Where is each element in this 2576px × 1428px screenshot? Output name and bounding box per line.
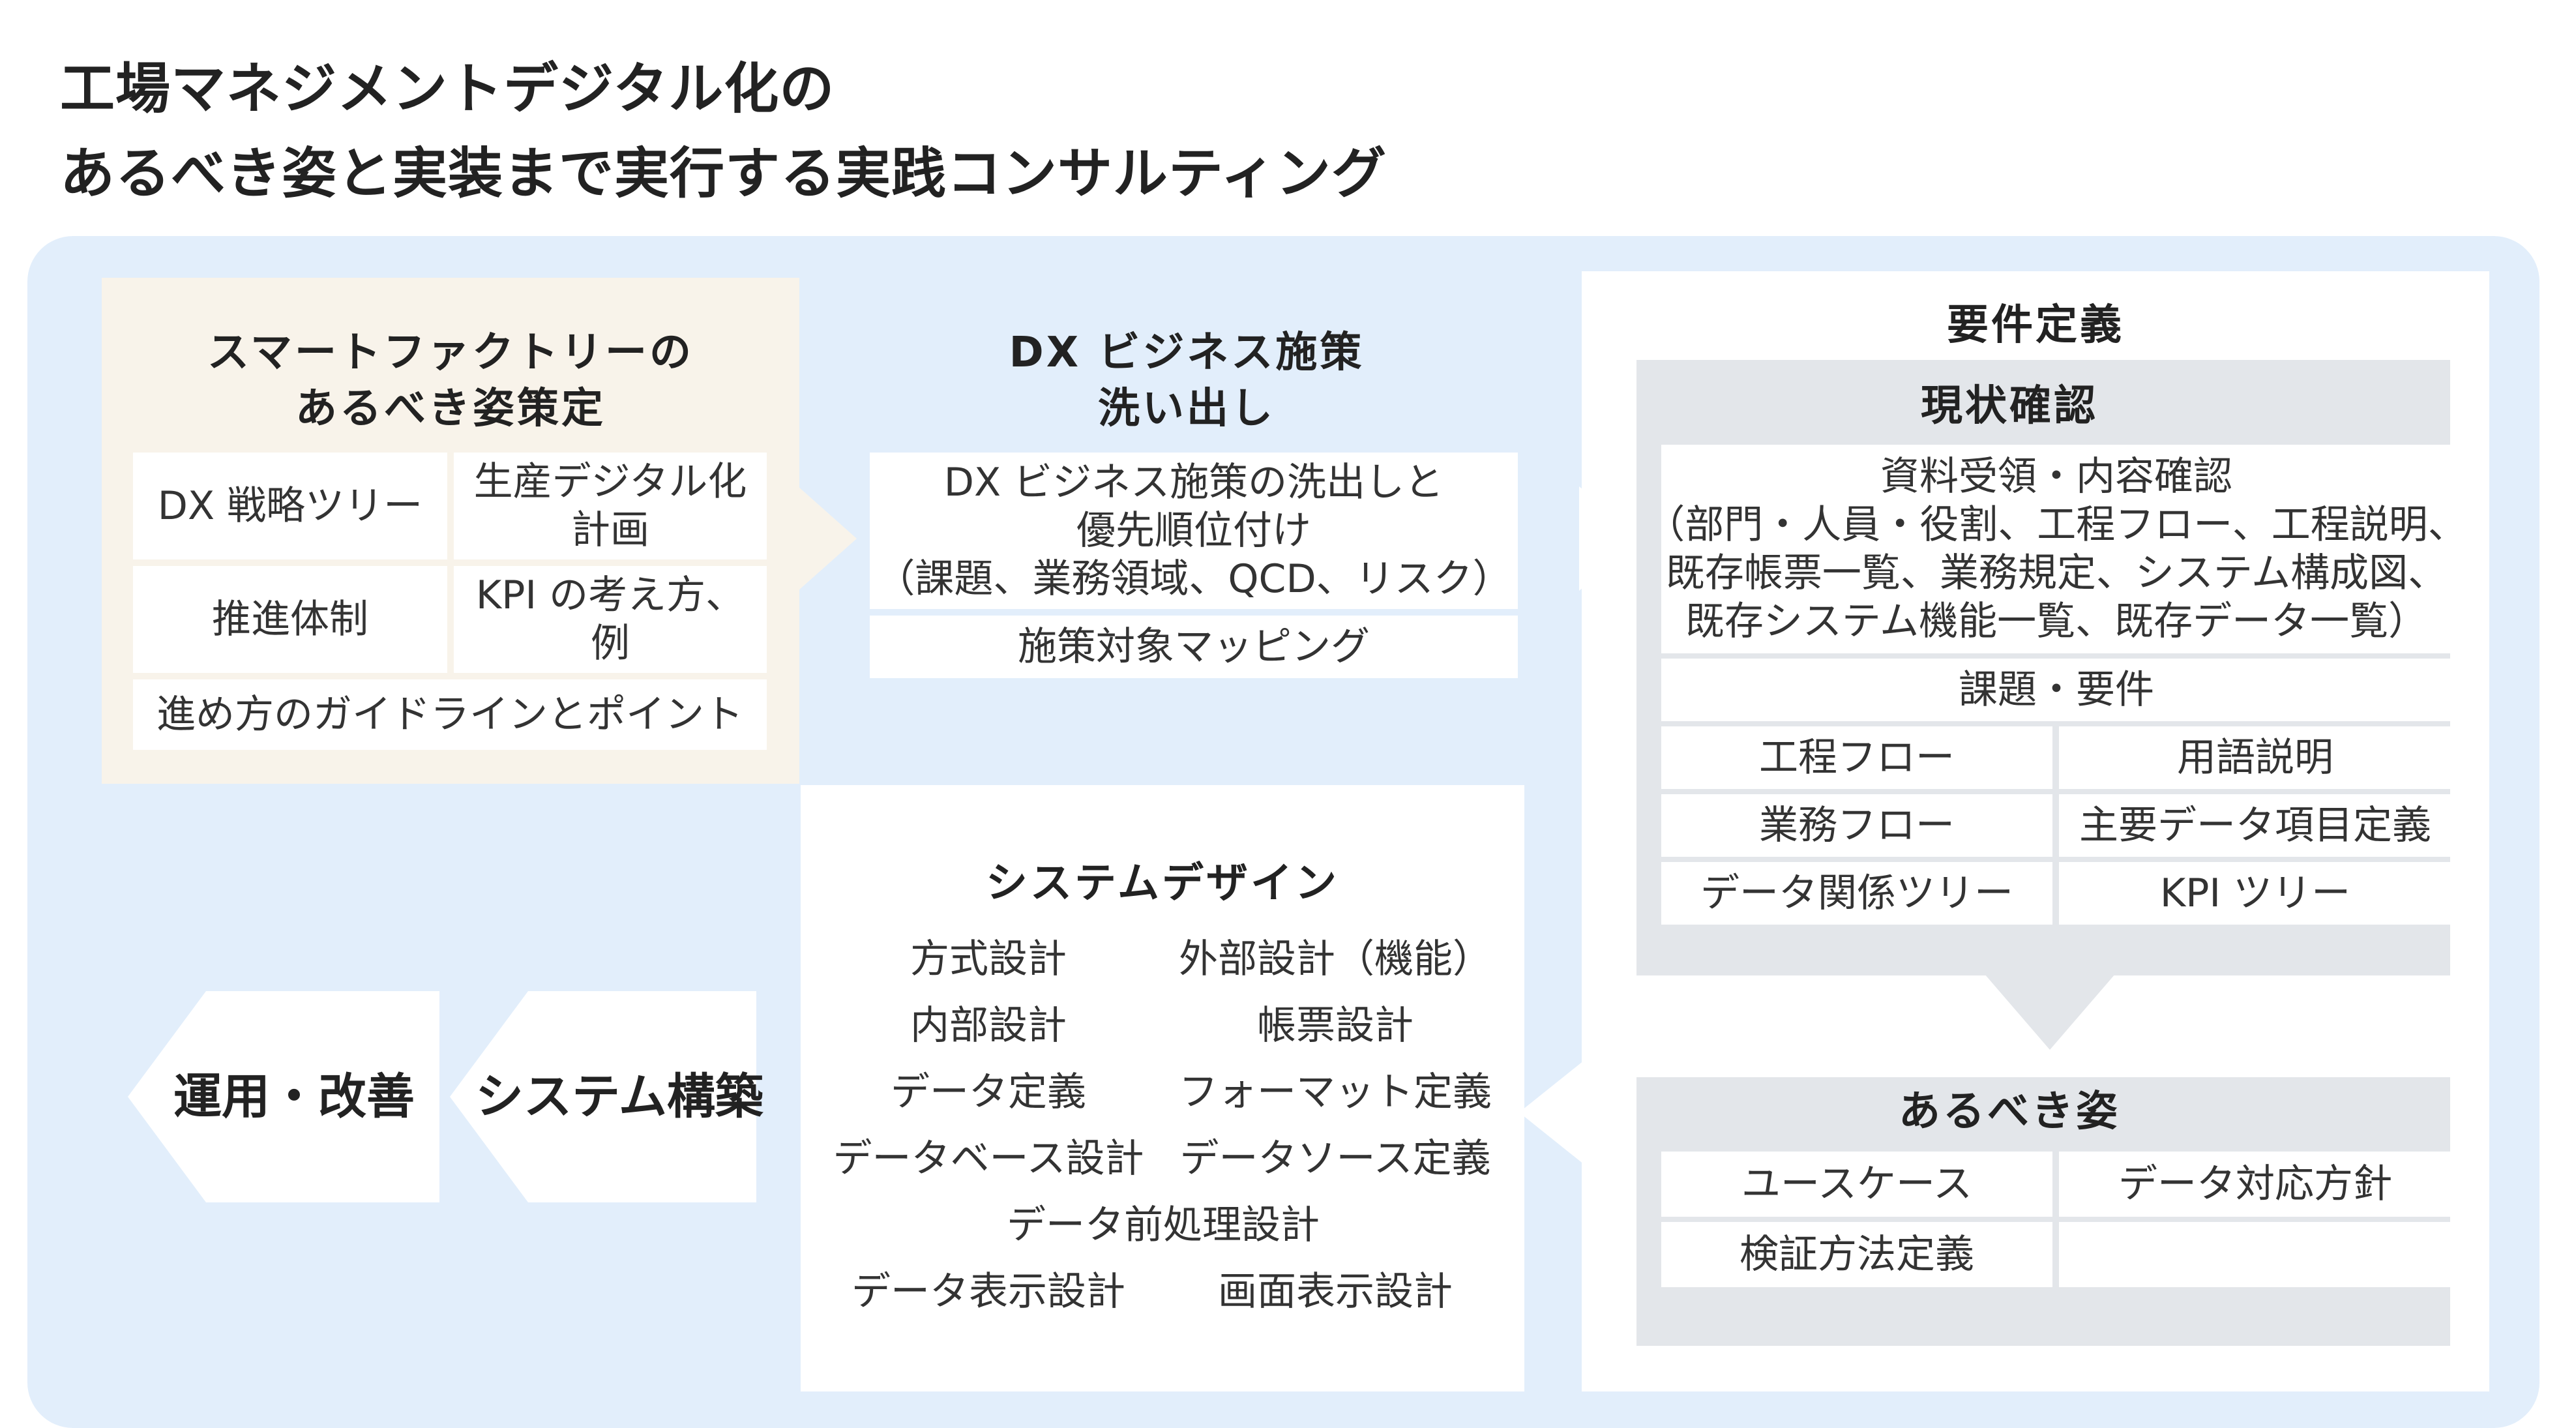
kpi-tree-label: KPI ツリー bbox=[2159, 870, 2351, 916]
dx-measures-prioritization-line1: DX ビジネス施策の洗出しと bbox=[943, 460, 1444, 505]
use-case-cell: ユースケース bbox=[1661, 1152, 2052, 1217]
kpi-tree-cell: KPI ツリー bbox=[2059, 862, 2451, 925]
page-title-line1: 工場マネジメントデジタル化の bbox=[60, 57, 835, 121]
materials-review-cell: 資料受領・内容確認 （部門・人員・役割、工程フロー、工程説明、 既存帳票一覧、業… bbox=[1646, 445, 2467, 653]
guideline-label: 進め方のガイドラインとポイント bbox=[156, 692, 743, 737]
arrow-current-to-tobe bbox=[1985, 974, 2115, 1050]
to-be-heading: あるべき姿 bbox=[1899, 1088, 2120, 1136]
promotion-system-cell: 推進体制 bbox=[133, 566, 447, 673]
requirements-heading: 要件定義 bbox=[1947, 301, 2124, 350]
materials-review-line4: 既存システム機能一覧、既存データ一覧） bbox=[1685, 599, 2428, 644]
internal-design-cell: 内部設計 bbox=[820, 995, 1157, 1056]
promotion-system-label: 推進体制 bbox=[212, 597, 368, 642]
guideline-cell: 進め方のガイドラインとポイント bbox=[133, 679, 767, 750]
dx-measures-prioritization-line2: 優先順位付け bbox=[1076, 508, 1311, 554]
data-display-design-cell: データ表示設計 bbox=[820, 1261, 1157, 1322]
materials-review-line1: 資料受領・内容確認 bbox=[1880, 454, 2232, 499]
arrow-smart-to-dx bbox=[798, 486, 857, 591]
data-policy-cell: データ対応方針 bbox=[2059, 1152, 2451, 1217]
process-flow-label: 工程フロー bbox=[1759, 735, 1955, 781]
digitalization-plan-label-1: 生産デジタル化 bbox=[473, 459, 747, 505]
kpi-approach-cell: KPI の考え方、 例 bbox=[454, 566, 767, 673]
materials-review-line2: （部門・人員・役割、工程フロー、工程説明、 bbox=[1646, 502, 2467, 548]
page-title-line2: あるべき姿と実装まで実行する実践コンサルティング bbox=[60, 141, 1387, 205]
external-design-label: 外部設計（機能） bbox=[1179, 936, 1492, 982]
data-source-definition-cell: データソース定義 bbox=[1164, 1128, 1506, 1189]
operation-step-shape bbox=[128, 991, 439, 1202]
digitalization-plan-cell: 生産デジタル化 計画 bbox=[454, 453, 767, 559]
process-flow-cell: 工程フロー bbox=[1661, 726, 2052, 789]
digitalization-plan-label-2: 計画 bbox=[571, 507, 649, 553]
current-state-heading: 現状確認 bbox=[1921, 382, 2098, 430]
materials-review-line3: 既存帳票一覧、業務規定、システム構成図、 bbox=[1665, 550, 2448, 596]
verification-method-cell: 検証方法定義 bbox=[1661, 1222, 2052, 1287]
data-relation-tree-cell: データ関係ツリー bbox=[1661, 862, 2052, 925]
system-build-step-shape bbox=[450, 991, 756, 1202]
dx-measures-prioritization-line3: （課題、業務領域、QCD、リスク） bbox=[876, 556, 1512, 602]
data-policy-label: データ対応方針 bbox=[2118, 1161, 2392, 1207]
kpi-approach-label-1: KPI の考え方、 bbox=[475, 573, 745, 618]
dx-measures-heading-line1: DX ビジネス施策 bbox=[1009, 329, 1365, 377]
format-definition-cell: フォーマット定義 bbox=[1164, 1062, 1506, 1123]
data-preprocessing-cell: データ前処理設計 bbox=[820, 1195, 1506, 1256]
measures-mapping-label: 施策対象マッピング bbox=[1018, 624, 1370, 670]
dx-measures-prioritization-cell: DX ビジネス施策の洗出しと 優先順位付け （課題、業務領域、QCD、リスク） bbox=[870, 453, 1518, 609]
dx-strategy-tree-label: DX 戦略ツリー bbox=[157, 483, 423, 529]
business-flow-cell: 業務フロー bbox=[1661, 794, 2052, 857]
format-definition-label: フォーマット定義 bbox=[1179, 1069, 1492, 1115]
data-relation-tree-label: データ関係ツリー bbox=[1700, 870, 2013, 916]
dx-measures-heading-line2: 洗い出し bbox=[1098, 385, 1275, 433]
screen-display-design-cell: 画面表示設計 bbox=[1164, 1261, 1506, 1322]
issues-requirements-label: 課題・要件 bbox=[1959, 667, 2154, 713]
data-display-design-label: データ表示設計 bbox=[851, 1269, 1125, 1315]
method-design-cell: 方式設計 bbox=[820, 929, 1157, 990]
data-definition-label: データ定義 bbox=[891, 1069, 1086, 1115]
system-design-heading: システムデザイン bbox=[985, 859, 1340, 908]
business-flow-label: 業務フロー bbox=[1759, 803, 1955, 848]
data-definition-cell: データ定義 bbox=[820, 1062, 1157, 1123]
internal-design-label: 内部設計 bbox=[910, 1003, 1067, 1049]
issues-requirements-cell: 課題・要件 bbox=[1661, 659, 2451, 721]
method-design-label: 方式設計 bbox=[910, 936, 1067, 982]
glossary-cell: 用語説明 bbox=[2059, 726, 2451, 789]
measures-mapping-cell: 施策対象マッピング bbox=[870, 616, 1518, 678]
database-design-cell: データベース設計 bbox=[820, 1128, 1157, 1189]
form-design-label: 帳票設計 bbox=[1257, 1003, 1414, 1049]
smart-factory-heading-line1: スマートファクトリーの bbox=[207, 329, 694, 377]
form-design-cell: 帳票設計 bbox=[1164, 995, 1506, 1056]
use-case-label: ユースケース bbox=[1741, 1161, 1972, 1207]
glossary-label: 用語説明 bbox=[2177, 735, 2333, 781]
main-data-items-label: 主要データ項目定義 bbox=[2079, 803, 2431, 848]
verification-method-label: 検証方法定義 bbox=[1740, 1232, 1974, 1277]
database-design-label: データベース設計 bbox=[833, 1136, 1144, 1182]
main-data-items-cell: 主要データ項目定義 bbox=[2059, 794, 2451, 857]
screen-display-design-label: 画面表示設計 bbox=[1218, 1269, 1453, 1315]
arrow-requirements-to-design bbox=[1519, 1060, 1584, 1165]
data-source-definition-label: データソース定義 bbox=[1179, 1136, 1491, 1182]
smart-factory-heading-line2: あるべき姿策定 bbox=[295, 385, 606, 433]
data-preprocessing-label: データ前処理設計 bbox=[1007, 1202, 1320, 1248]
system-build-step-label: システム構築 bbox=[475, 1069, 763, 1125]
kpi-approach-label-2: 例 bbox=[591, 621, 630, 666]
dx-strategy-tree-cell: DX 戦略ツリー bbox=[133, 453, 447, 559]
operation-step-label: 運用・改善 bbox=[173, 1069, 415, 1125]
empty-cell bbox=[2059, 1222, 2451, 1287]
external-design-cell: 外部設計（機能） bbox=[1164, 929, 1506, 990]
